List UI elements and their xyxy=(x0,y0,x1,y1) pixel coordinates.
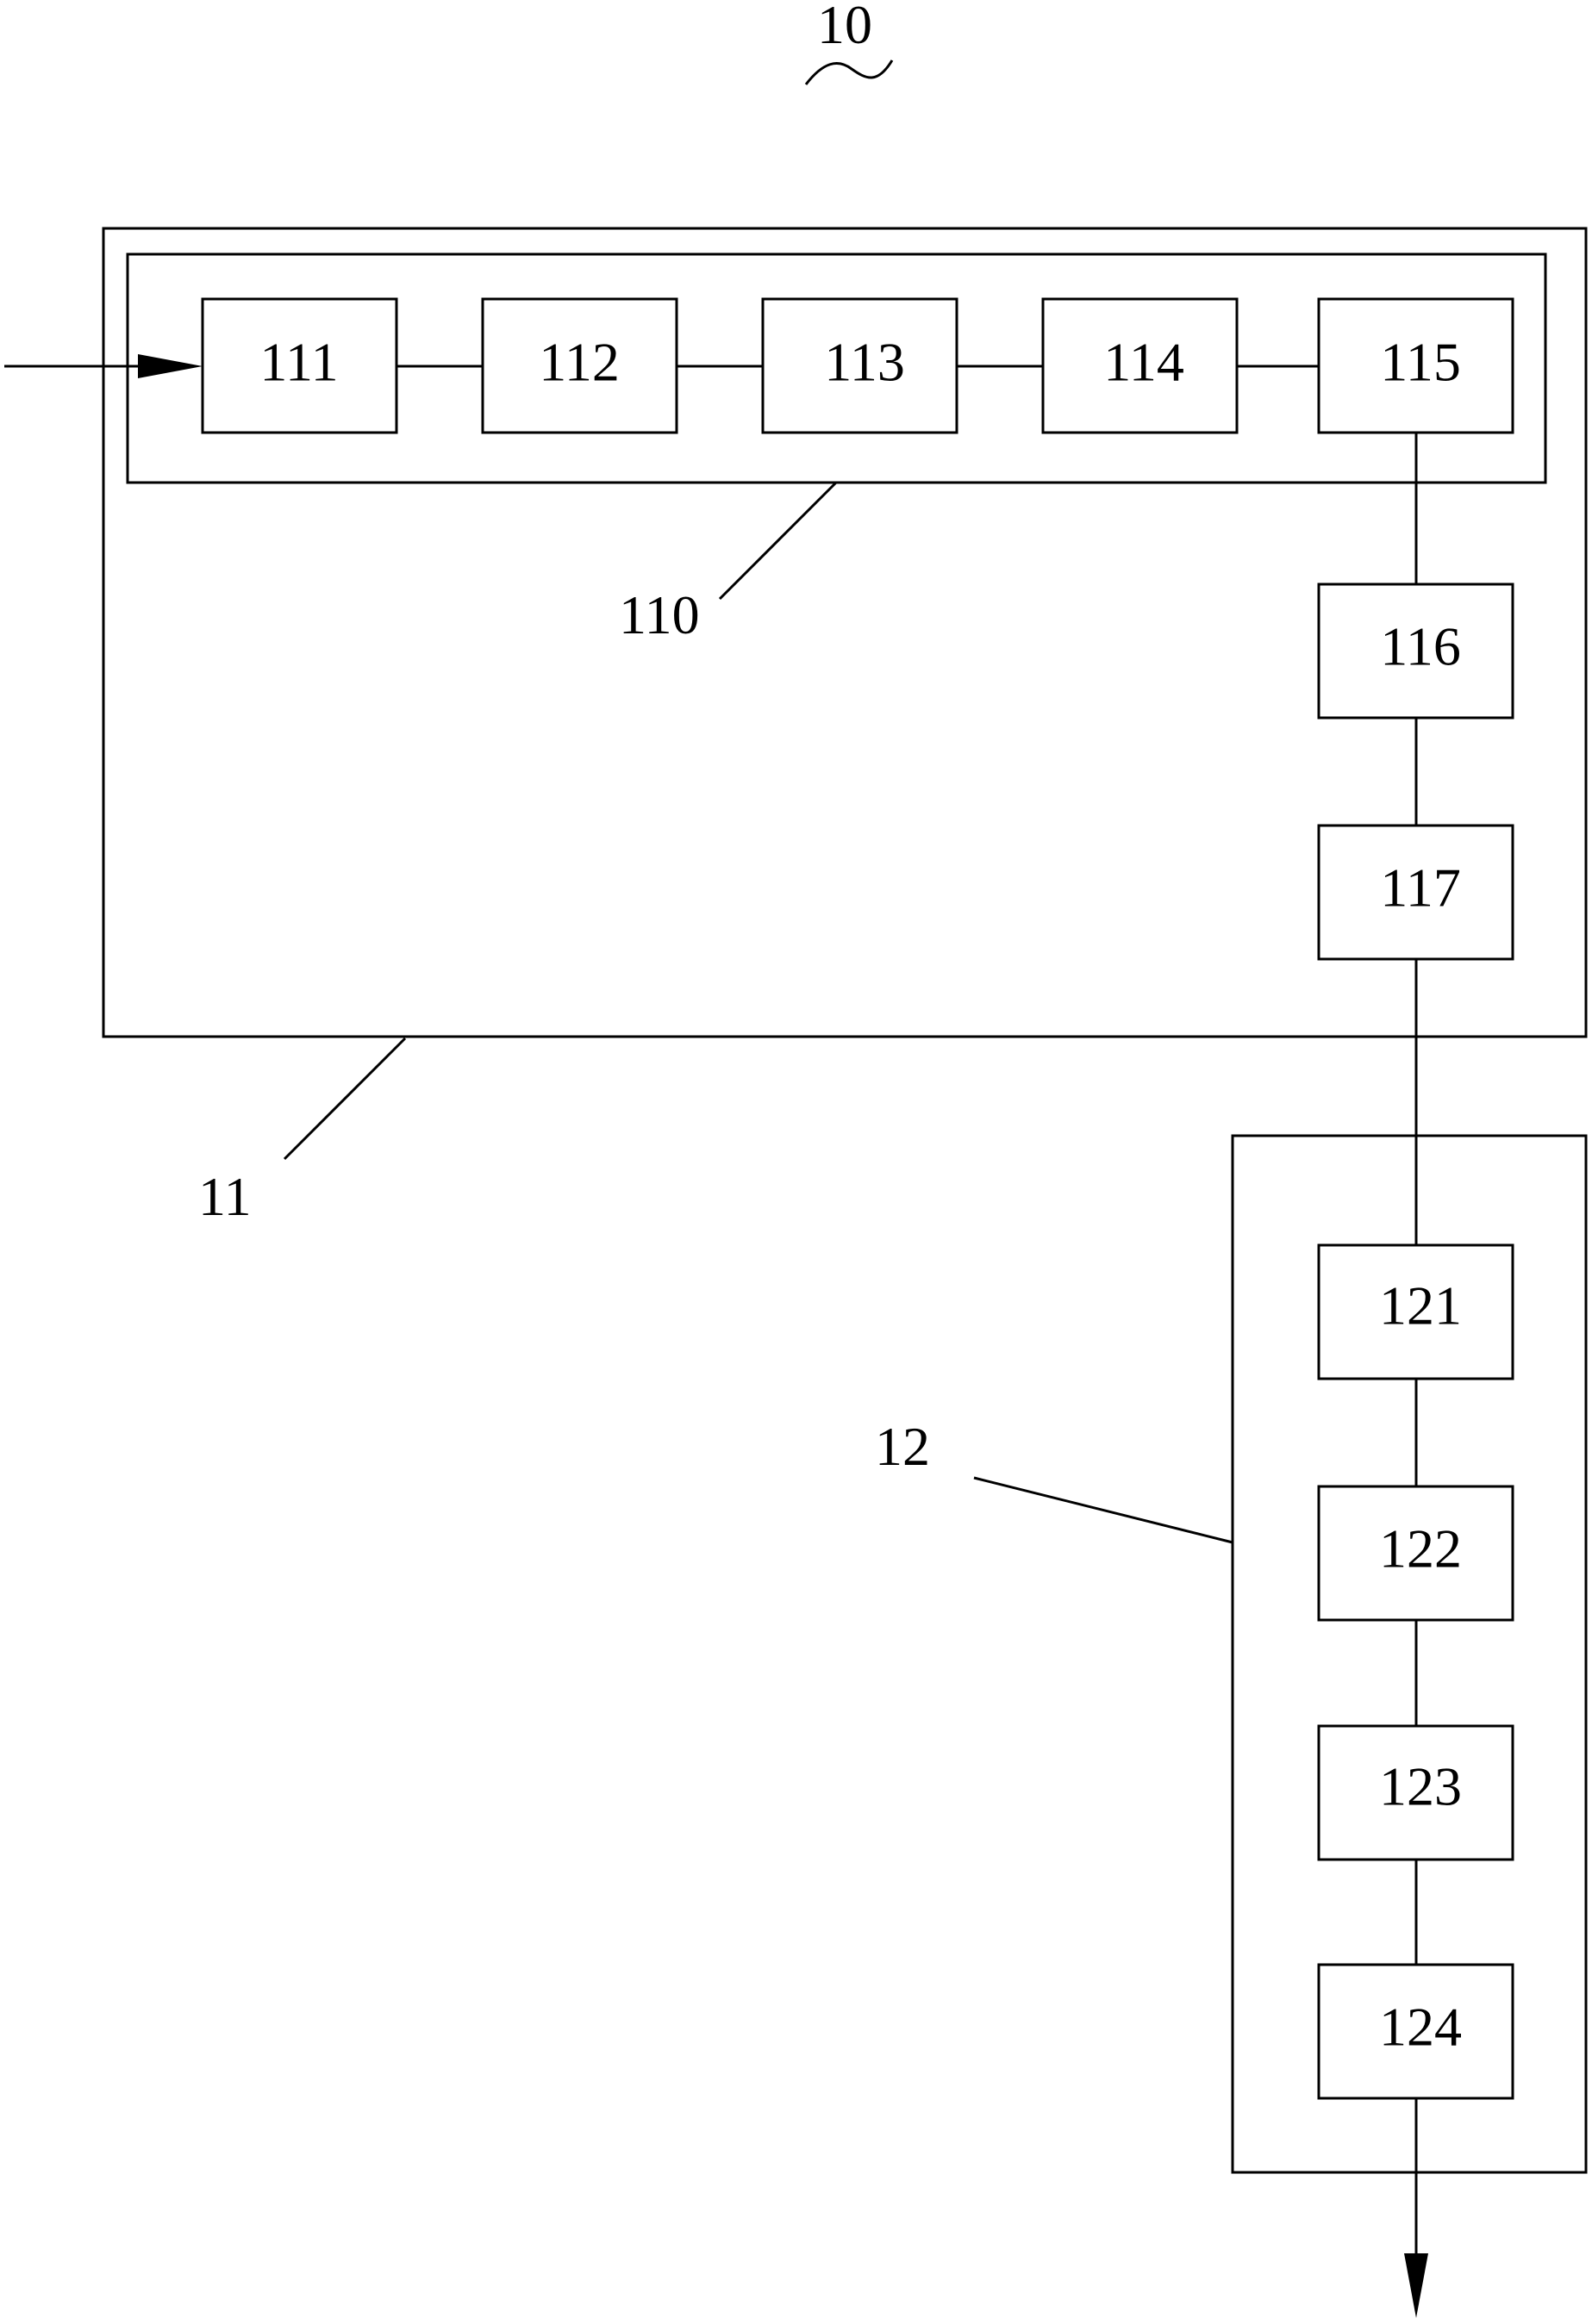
block-123: 123 xyxy=(1317,1724,1514,1861)
module-12-label: 12 xyxy=(875,1416,930,1477)
block-113: 113 xyxy=(761,297,958,434)
block-115: 115 xyxy=(1317,297,1514,434)
block-117: 117 xyxy=(1317,824,1514,961)
block-124-label: 124 xyxy=(1379,1997,1462,2058)
submodule-110-frame xyxy=(126,252,1547,484)
block-116-label: 116 xyxy=(1380,616,1461,677)
block-112-label: 112 xyxy=(539,332,620,393)
reference-tilde xyxy=(804,59,894,85)
block-113-label: 113 xyxy=(824,332,905,393)
block-115-label: 115 xyxy=(1380,332,1461,393)
leader-12 xyxy=(973,1476,1233,1544)
block-123-label: 123 xyxy=(1379,1756,1462,1817)
block-116: 116 xyxy=(1317,583,1514,720)
block-122: 122 xyxy=(1317,1485,1514,1622)
input-arrowhead xyxy=(138,354,203,378)
leader-11 xyxy=(283,1037,407,1161)
module-11-frame xyxy=(102,227,1588,1038)
block-111-label: 111 xyxy=(259,332,338,393)
block-122-label: 122 xyxy=(1379,1518,1462,1579)
leader-110 xyxy=(718,481,838,601)
block-117-label: 117 xyxy=(1380,857,1461,919)
block-124: 124 xyxy=(1317,1963,1514,2100)
module-11-label: 11 xyxy=(198,1166,252,1227)
block-121: 121 xyxy=(1317,1243,1514,1380)
module-12-frame xyxy=(1231,1134,1588,2174)
submodule-110-label: 110 xyxy=(619,584,700,645)
block-114-label: 114 xyxy=(1103,332,1184,393)
block-114: 114 xyxy=(1041,297,1239,434)
block-112: 112 xyxy=(481,297,678,434)
block-121-label: 121 xyxy=(1379,1275,1462,1336)
figure-reference-label: 10 xyxy=(817,0,872,55)
block-111: 111 xyxy=(201,297,398,434)
output-arrowhead xyxy=(1404,2253,1428,2318)
